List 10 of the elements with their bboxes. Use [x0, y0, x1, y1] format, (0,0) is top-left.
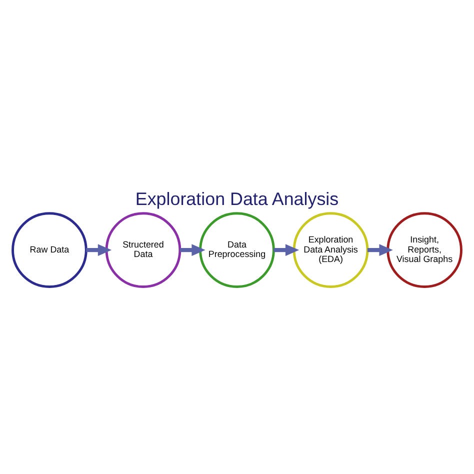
- diagram-title: Exploration Data Analysis: [135, 188, 339, 209]
- arrow: [180, 244, 206, 256]
- arrow: [274, 244, 300, 256]
- node-circle: Exploration Data Analysis (EDA): [292, 212, 369, 288]
- arrow: [86, 244, 112, 256]
- arrow: [367, 244, 393, 256]
- node-circle: Insight, Reports, Visual Graphs: [386, 212, 462, 288]
- node-circle: Data Preprocessing: [199, 212, 275, 288]
- node-circle: Raw Data: [12, 212, 88, 288]
- node-circle: Structered Data: [105, 212, 182, 288]
